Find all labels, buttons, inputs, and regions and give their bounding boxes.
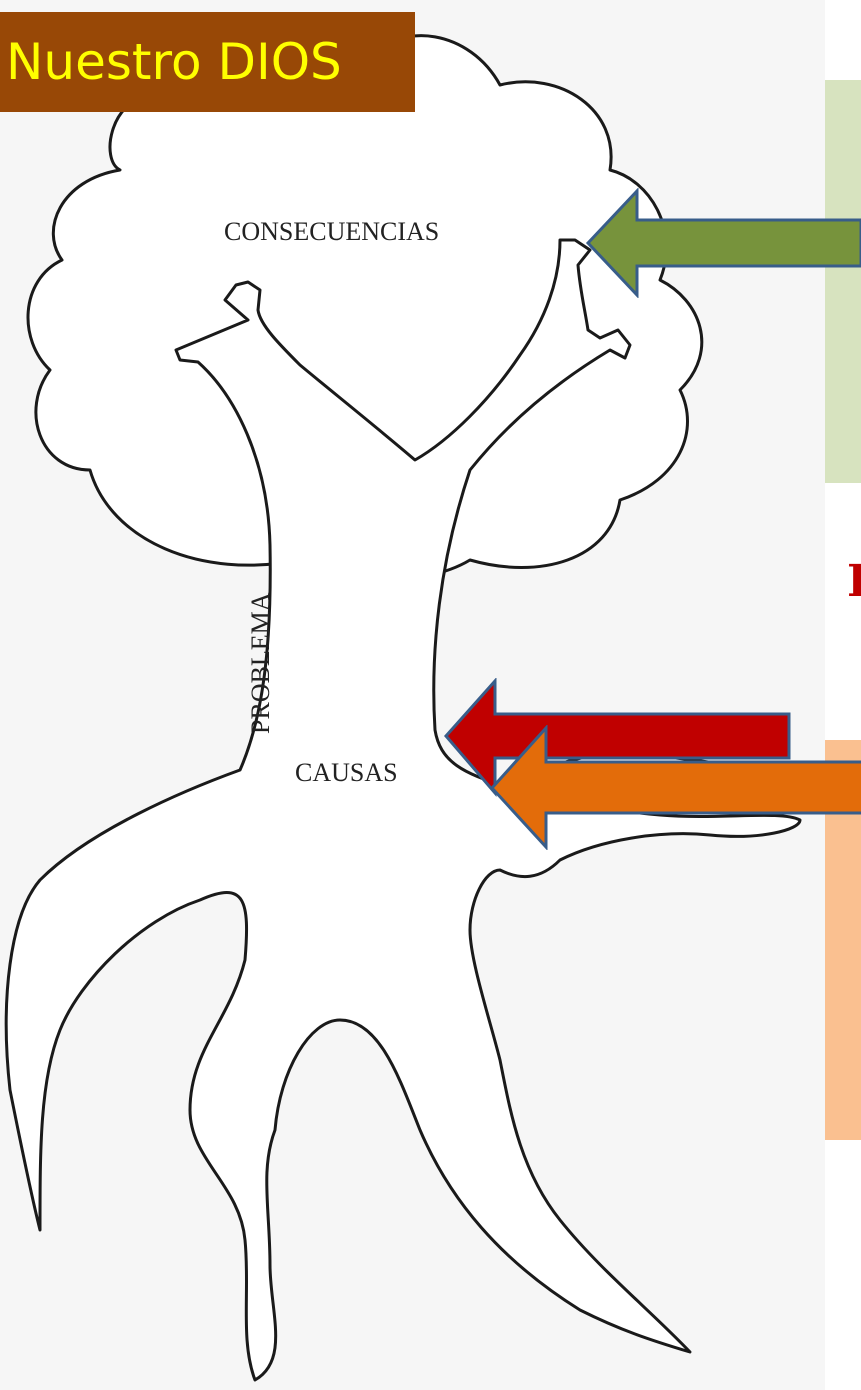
title-box: Nuestro DIOS [0,12,415,112]
causes-arrow [489,725,861,850]
page-title: Nuestro DIOS [6,33,342,91]
problem-label: PROBLEMA [246,592,276,734]
causes-label: CAUSAS [295,758,398,788]
consequences-arrow [585,188,861,298]
problem-panel-letter: I [847,560,861,604]
consequences-label: CONSECUENCIAS [224,217,439,247]
